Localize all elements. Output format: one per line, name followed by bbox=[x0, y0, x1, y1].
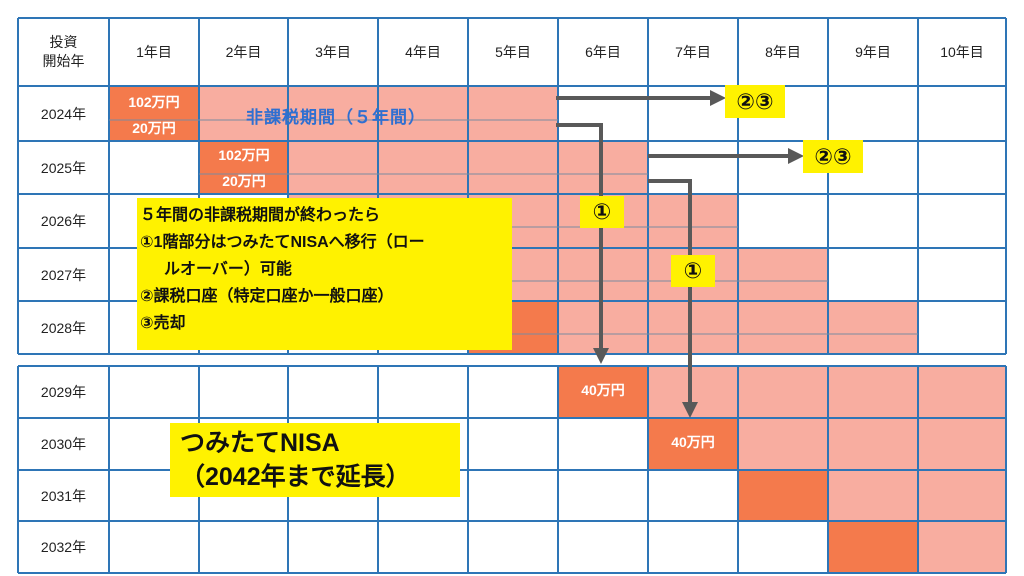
tsumitate-investment-cell bbox=[558, 366, 648, 418]
year-header: 3年目 bbox=[315, 44, 351, 60]
year-header: 10年目 bbox=[940, 44, 984, 60]
note-line: ①1階部分はつみたてNISAへ移行（ロー bbox=[140, 234, 425, 251]
tsumitate-investment-cell bbox=[648, 418, 738, 470]
start-year-label: 2025年 bbox=[40, 159, 87, 176]
investment-cell-2025 bbox=[199, 141, 288, 194]
tsumitate-nisa-label: つみたてNISA （2042年まで延長） bbox=[170, 423, 460, 497]
start-year-label: 2024年 bbox=[40, 105, 87, 122]
year-header: 5年目 bbox=[495, 44, 531, 60]
start-year-label: 2027年 bbox=[40, 266, 87, 283]
new-nisa-amount-label: 40万円 bbox=[671, 434, 715, 450]
growth-amount-label: 102万円 bbox=[128, 94, 180, 110]
year-header: 6年目 bbox=[585, 44, 621, 60]
year-header: 2年目 bbox=[225, 44, 262, 60]
year-header: 9年目 bbox=[855, 44, 891, 60]
tsumitate-amount-label: 20万円 bbox=[222, 173, 266, 189]
option-1-tag: ① bbox=[671, 255, 715, 287]
tsumitate-amount-label: 20万円 bbox=[132, 120, 176, 136]
option-23-tag: ②③ bbox=[725, 85, 785, 118]
arrow-rollover-2030 bbox=[648, 179, 698, 418]
year-header: 1年目 bbox=[136, 44, 172, 60]
new-nisa-amount-label: 40万円 bbox=[581, 382, 625, 398]
year-header: 7年目 bbox=[675, 44, 711, 60]
start-year-label: 2031年 bbox=[40, 487, 87, 504]
start-year-label: 2029年 bbox=[40, 384, 87, 400]
note-line: ルオーバー）可能 bbox=[164, 261, 292, 278]
tsumitate-nisa-title: つみたてNISA bbox=[180, 429, 340, 457]
start-year-label: 2032年 bbox=[40, 539, 87, 555]
note-line: ②課税口座（特定口座か一般口座） bbox=[140, 288, 394, 305]
growth-amount-label: 102万円 bbox=[218, 147, 270, 163]
tsumitate-investment-cell bbox=[828, 521, 918, 573]
year-header: 4年目 bbox=[405, 44, 441, 60]
option-1-tag: ① bbox=[580, 196, 624, 228]
start-year-label: 2026年 bbox=[40, 213, 87, 229]
rollover-note: ５年間の非課税期間が終わったら ①1階部分はつみたてNISAへ移行（ロー ルオー… bbox=[137, 198, 512, 350]
note-line: ③売却 bbox=[140, 315, 186, 332]
corner-header: 投資開始年 bbox=[18, 18, 109, 86]
tsumitate-nisa-extension: （2042年まで延長） bbox=[180, 463, 411, 491]
tax-free-period-label: 非課税期間（５年間） bbox=[246, 108, 426, 127]
start-year-label: 2030年 bbox=[40, 436, 87, 452]
tsumitate-investment-cell bbox=[738, 470, 828, 521]
corner-header-line: 開始年 bbox=[42, 53, 85, 69]
note-line: ５年間の非課税期間が終わったら bbox=[140, 207, 381, 224]
investment-cell-2024 bbox=[109, 86, 199, 141]
start-year-label: 2028年 bbox=[40, 319, 87, 336]
corner-header-line: 投資 bbox=[49, 34, 78, 50]
arrow-rollover-2029 bbox=[556, 123, 609, 364]
option-23-tag: ②③ bbox=[803, 140, 863, 173]
year-header: 8年目 bbox=[765, 44, 801, 60]
